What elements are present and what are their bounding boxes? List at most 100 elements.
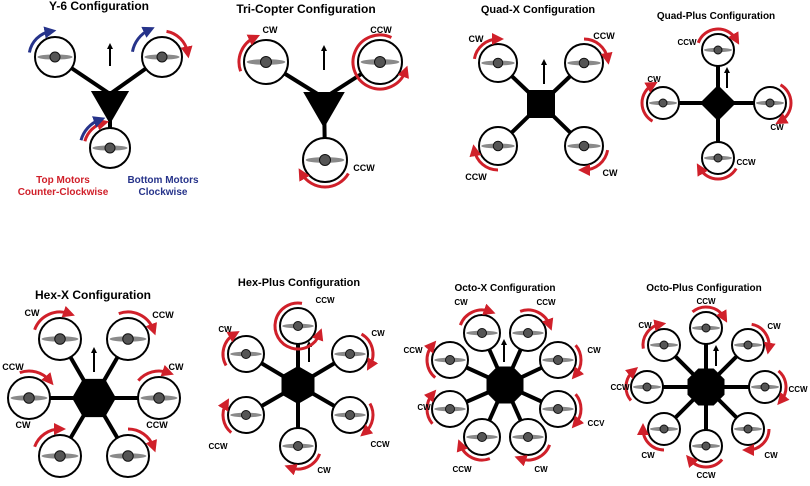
hexx-rotation-arrow bbox=[33, 305, 75, 331]
octoplus-label: CCW bbox=[696, 471, 716, 480]
octox-label: CW bbox=[454, 298, 468, 307]
title-octoplus: Octo-Plus Configuration bbox=[646, 283, 762, 294]
octox-label: CCW bbox=[536, 298, 556, 307]
hexx-label: CCW bbox=[146, 420, 168, 430]
hexx-rotation-arrow bbox=[137, 364, 174, 382]
y6-motor bbox=[34, 36, 76, 78]
hexx-motor bbox=[38, 434, 82, 478]
y6-rotation-arrow bbox=[130, 26, 155, 53]
quadx-rotation-arrow bbox=[469, 144, 499, 172]
quadx-label: CW bbox=[469, 34, 484, 44]
hexplus-rotation-arrow bbox=[360, 332, 379, 371]
octoplus-motor bbox=[689, 429, 723, 463]
title-quadplus: Quad-Plus Configuration bbox=[656, 11, 776, 22]
y6-motor bbox=[89, 127, 131, 169]
quadx-label: CCW bbox=[465, 172, 487, 182]
title-y6: Y-6 Configuration bbox=[49, 0, 149, 13]
tri-motor bbox=[243, 39, 289, 85]
octox-rotation-arrow bbox=[423, 340, 437, 379]
quadplus-label: CCW bbox=[736, 158, 756, 167]
octox-rotation-arrow bbox=[458, 303, 496, 326]
title-hexplus: Hex-Plus Configuration bbox=[237, 277, 361, 289]
octox-rotation-arrow bbox=[423, 389, 437, 425]
octoplus-rotation-arrow bbox=[686, 454, 724, 469]
y6-rotation-arrow bbox=[79, 116, 106, 141]
octoplus-rotation-arrow bbox=[637, 423, 665, 452]
tri-rotation-arrow bbox=[351, 33, 409, 91]
quadx-frame bbox=[527, 90, 555, 118]
quadplus-rotation-arrow bbox=[775, 83, 793, 125]
y6-rotation-arrow bbox=[166, 29, 193, 59]
y6-legend-bottom-line2: Clockwise bbox=[138, 187, 188, 198]
hexx-label: CCW bbox=[152, 310, 174, 320]
octox-motor bbox=[509, 314, 547, 352]
y6-legend-bottom-line1: Bottom Motors bbox=[127, 175, 199, 186]
octoplus-label: CCW bbox=[610, 383, 630, 392]
title-quadx: Quad-X Configuration bbox=[480, 4, 596, 16]
quadplus-label: CW bbox=[770, 123, 784, 132]
octoplus-rotation-arrow bbox=[777, 369, 790, 406]
octoplus-rotation-arrow bbox=[742, 428, 771, 456]
hexplus-rotation-arrow bbox=[360, 402, 375, 437]
octoplus-label: CCW bbox=[696, 297, 716, 306]
octox-motor bbox=[431, 390, 469, 428]
hexplus-motor bbox=[279, 307, 317, 345]
hexx-motor bbox=[106, 317, 150, 361]
y6-motor bbox=[141, 36, 183, 78]
y6-legend-top-line2: Counter-Clockwise bbox=[17, 187, 109, 198]
hexplus-label: CCW bbox=[370, 440, 390, 449]
octox-rotation-arrow bbox=[571, 344, 585, 380]
octoplus-motor bbox=[731, 328, 765, 362]
hexx-rotation-arrow bbox=[33, 423, 66, 448]
quadplus-label: CCW bbox=[677, 38, 697, 47]
hexx-label: CW bbox=[16, 420, 31, 430]
tri-rotation-arrow bbox=[237, 34, 261, 72]
octoplus-label: CW bbox=[767, 322, 781, 331]
octoplus-motor bbox=[731, 412, 765, 446]
hexx-label: CCW bbox=[2, 362, 24, 372]
octox-motor bbox=[463, 314, 501, 352]
octox-motor bbox=[539, 390, 577, 428]
octox-label: CW bbox=[417, 403, 431, 412]
hexplus-motor bbox=[331, 396, 369, 434]
hexplus-label: CW bbox=[371, 329, 385, 338]
octoplus-motor bbox=[647, 328, 681, 362]
hexplus-motor bbox=[227, 396, 265, 434]
title-tri: Tri-Copter Configuration bbox=[236, 2, 376, 16]
octox-label: CCW bbox=[403, 346, 423, 355]
hexx-motor bbox=[7, 376, 51, 420]
quadplus-rotation-arrow bbox=[640, 81, 658, 123]
hexplus-label: CCW bbox=[208, 442, 228, 451]
octox-rotation-arrow bbox=[456, 439, 491, 462]
octox-label: CCV bbox=[588, 419, 606, 428]
hexplus-motor bbox=[279, 427, 317, 465]
tri-motor bbox=[357, 39, 403, 85]
quadplus-frame bbox=[700, 85, 736, 121]
octoplus-motor bbox=[630, 370, 664, 404]
hexx-motor bbox=[137, 376, 181, 420]
quadplus-motor bbox=[701, 33, 735, 67]
hexx-motor bbox=[38, 317, 82, 361]
hexplus-rotation-arrow bbox=[273, 301, 324, 351]
octox-label: CW bbox=[587, 346, 601, 355]
octox-rotation-arrow bbox=[514, 444, 552, 467]
octoplus-rotation-arrow bbox=[641, 319, 667, 349]
octoplus-label: CW bbox=[641, 451, 655, 460]
hexx-motor bbox=[106, 434, 150, 478]
octoplus-rotation-arrow bbox=[691, 305, 728, 323]
hexx-rotation-arrow bbox=[118, 310, 157, 336]
quadplus-label: CW bbox=[647, 75, 661, 84]
quadx-motor bbox=[564, 126, 604, 166]
octoplus-label: CW bbox=[764, 451, 778, 460]
quadx-label: CW bbox=[603, 168, 618, 178]
octoplus-motor bbox=[748, 370, 782, 404]
hexplus-frame bbox=[281, 366, 315, 404]
quadplus-motor bbox=[753, 86, 787, 120]
quadx-motor bbox=[564, 43, 604, 83]
title-octox: Octo-X Configuration bbox=[454, 283, 556, 294]
tri-label-ccw: CCW bbox=[353, 163, 375, 173]
quadx-rotation-arrow bbox=[578, 149, 610, 176]
octox-label: CCW bbox=[452, 465, 472, 474]
y6-legend-top-line1: Top Motors bbox=[36, 175, 90, 186]
quadplus-rotation-arrow bbox=[696, 27, 740, 45]
